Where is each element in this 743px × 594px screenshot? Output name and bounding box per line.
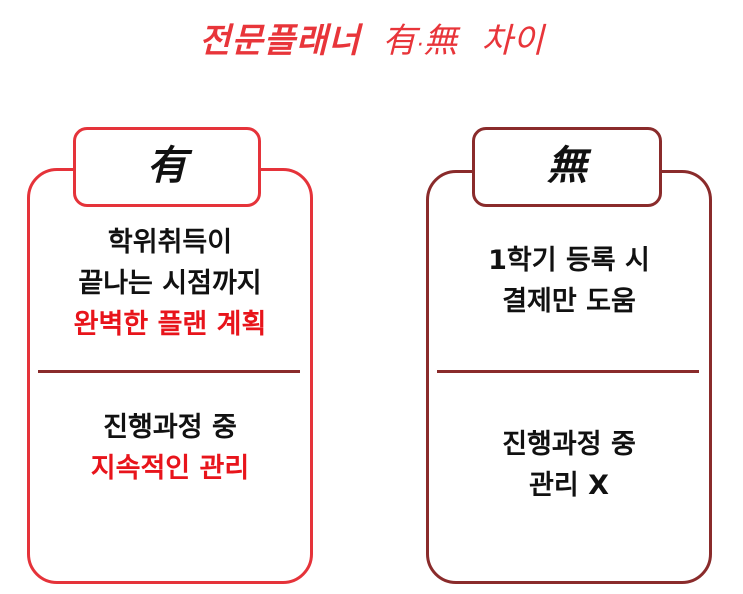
left-bottom-line: 진행과정 중 bbox=[103, 412, 237, 443]
left-top-line-1: 학위취득이 bbox=[107, 227, 233, 258]
right-bottom-line-2: 관리 X bbox=[529, 470, 609, 501]
title-dot: · bbox=[416, 33, 424, 58]
page-title: 전문플래너 有·無 차이 bbox=[0, 16, 743, 71]
tab-with: 有 bbox=[73, 127, 261, 207]
card-with-planner bbox=[27, 168, 313, 584]
title-diff: 차이 bbox=[481, 21, 544, 61]
left-divider bbox=[38, 370, 300, 373]
card-without-planner bbox=[426, 170, 712, 584]
title-main: 전문플래너 bbox=[199, 21, 361, 61]
left-bottom-highlight: 지속적인 관리 bbox=[90, 453, 250, 484]
right-bottom-line-1: 진행과정 중 bbox=[502, 429, 636, 460]
left-top-highlight: 완벽한 플랜 계획 bbox=[73, 309, 267, 340]
tab-without: 無 bbox=[472, 127, 662, 207]
left-bottom-block: 진행과정 중 지속적인 관리 bbox=[27, 407, 313, 489]
title-none-char: 無 bbox=[423, 21, 458, 61]
right-divider bbox=[437, 370, 699, 373]
left-top-line-2: 끝나는 시점까지 bbox=[78, 268, 262, 299]
left-top-block: 학위취득이 끝나는 시점까지 완벽한 플랜 계획 bbox=[27, 222, 313, 345]
right-bottom-block: 진행과정 중 관리 X bbox=[426, 424, 712, 506]
right-top-line-2: 결제만 도움 bbox=[502, 286, 636, 317]
title-have-char: 有 bbox=[382, 21, 417, 61]
right-top-line-1: 1학기 등록 시 bbox=[488, 245, 650, 276]
right-top-block: 1학기 등록 시 결제만 도움 bbox=[426, 240, 712, 322]
